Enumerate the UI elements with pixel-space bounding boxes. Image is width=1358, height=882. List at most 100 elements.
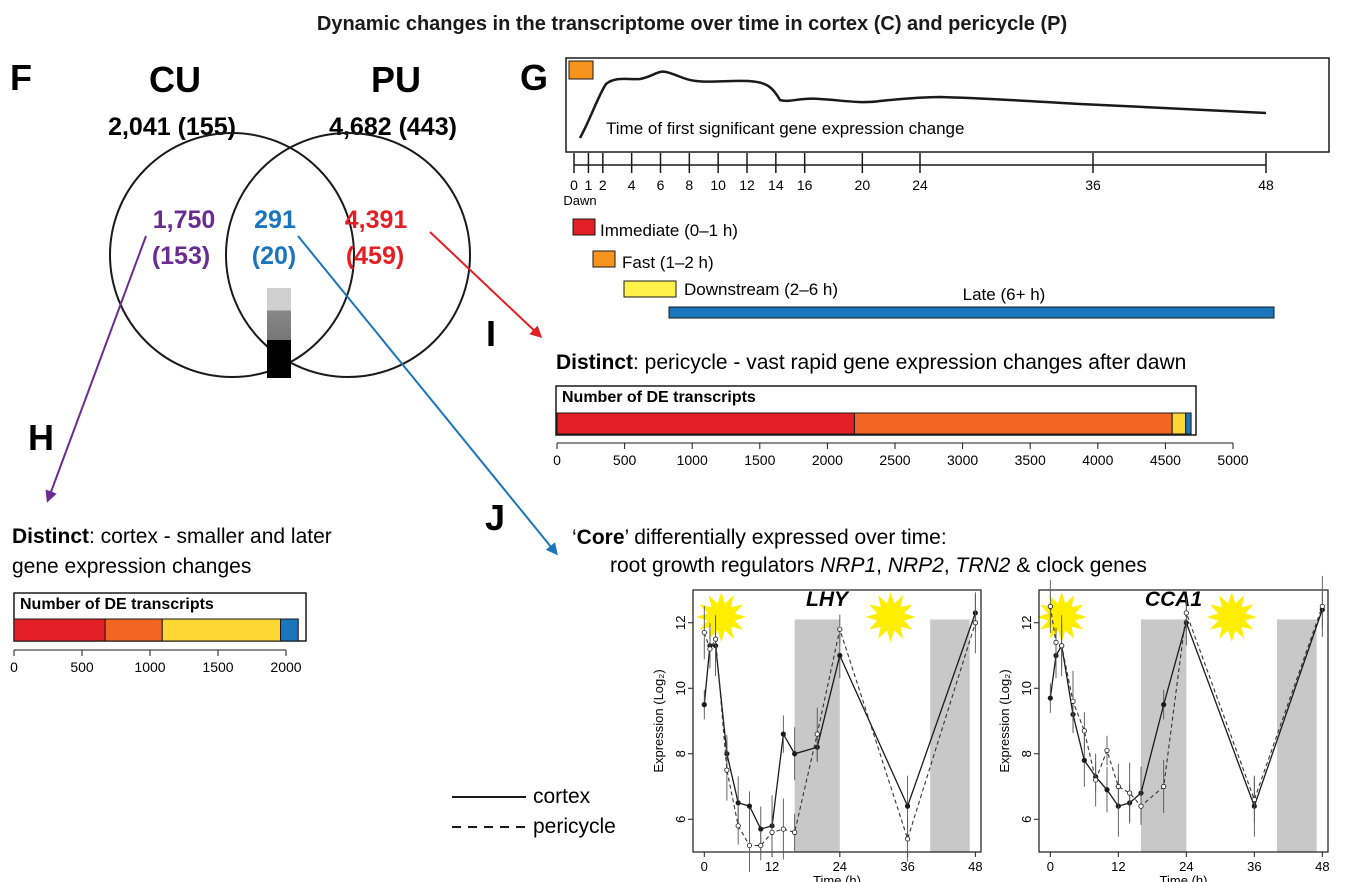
series-line-pericycle xyxy=(703,622,976,847)
series-line-pericycle xyxy=(1049,606,1323,807)
data-point-cortex xyxy=(735,800,741,806)
data-point-pericycle xyxy=(1047,603,1053,609)
cortex-title: Distinct: cortex - smaller and later xyxy=(12,525,332,548)
data-point-cortex xyxy=(904,803,911,809)
pericycle-axis-tick-label: 4500 xyxy=(1150,452,1181,468)
pericycle-axis-tick-label: 5000 xyxy=(1217,452,1248,468)
pericycle-axis-tick-label: 2500 xyxy=(879,452,910,468)
timeline-tick-label: 14 xyxy=(768,177,784,193)
data-point-pericycle xyxy=(1127,790,1133,796)
pericycle-axis-tick-label: 0 xyxy=(553,452,561,468)
venn-circle-cortex xyxy=(109,132,355,378)
data-point-pericycle xyxy=(1251,796,1257,803)
panel-label-h: H xyxy=(28,417,54,458)
y-tick-label: 6 xyxy=(673,816,688,823)
cortex-segment-fast xyxy=(104,618,163,642)
data-point-cortex xyxy=(780,731,786,737)
venn-cu-total: 2,041 (155) xyxy=(108,113,236,141)
data-point-pericycle xyxy=(780,826,786,832)
phase-downstream-swatch xyxy=(623,280,677,298)
venn-cu-only-sub: (153) xyxy=(152,242,210,270)
data-point-cortex xyxy=(1104,787,1110,793)
venn-pu-total: 4,682 (443) xyxy=(329,113,457,141)
timeline-tick-label: 24 xyxy=(912,177,928,193)
data-point-pericycle xyxy=(1319,603,1325,609)
y-tick-label: 8 xyxy=(673,750,688,757)
venn-cu-only-count: 1,750 xyxy=(153,206,216,234)
timeline-tick-label: 10 xyxy=(710,177,726,193)
x-tick-label: 12 xyxy=(765,859,779,874)
pericycle-axis-tick-label: 3500 xyxy=(1015,452,1046,468)
cortex-axis-tick-label: 1000 xyxy=(134,659,165,675)
chart-title: CCA1 xyxy=(1145,588,1202,611)
data-point-pericycle xyxy=(1115,783,1121,790)
x-tick-label: 48 xyxy=(968,859,982,874)
venn-overlap-count: 291 xyxy=(254,206,296,234)
night-shading xyxy=(1277,619,1317,852)
phase-fast-swatch xyxy=(592,250,616,268)
data-point-cortex xyxy=(792,751,798,757)
phase-late-bar xyxy=(668,306,1275,319)
data-point-pericycle xyxy=(904,836,911,842)
venn-cu-label: CU xyxy=(149,59,201,100)
venn-pu-only-sub: (459) xyxy=(346,242,404,270)
data-point-cortex xyxy=(837,652,843,659)
timeline-caption: Time of first significant gene expressio… xyxy=(606,119,964,138)
night-shading xyxy=(1141,619,1187,852)
x-tick-label: 0 xyxy=(701,859,708,874)
y-axis-label: Expression (Log₂) xyxy=(997,669,1012,772)
panel-label-f: F xyxy=(10,57,32,98)
cortex-title-rest: : cortex - smaller and later xyxy=(89,525,332,548)
pericycle-bar-frame xyxy=(555,385,1197,436)
timeline-tick-label: 6 xyxy=(657,177,665,193)
venn-gray-bar xyxy=(267,288,291,378)
panel-label-g: G xyxy=(520,57,548,98)
cortex-title-line2: gene expression changes xyxy=(12,555,251,578)
data-point-pericycle xyxy=(712,636,719,642)
core-quote-open: ‘ xyxy=(572,526,577,549)
data-point-pericycle xyxy=(707,646,713,652)
panel-label-i: I xyxy=(486,313,496,354)
data-point-cortex xyxy=(701,702,707,708)
data-point-pericycle xyxy=(1053,639,1059,646)
venn-pu-only-count: 4,391 xyxy=(345,206,408,234)
timeline-curve xyxy=(578,70,1267,139)
data-point-pericycle xyxy=(1070,698,1076,704)
y-tick-label: 12 xyxy=(1019,616,1034,630)
x-tick-label: 24 xyxy=(1179,859,1193,874)
cortex-segment-downstream xyxy=(161,618,282,642)
phase-downstream-label: Downstream (2–6 h) xyxy=(684,280,838,299)
timeline-orange-marker xyxy=(568,60,594,80)
y-tick-label: 8 xyxy=(1019,750,1034,757)
pericycle-segment-immediate xyxy=(556,412,855,435)
data-point-cortex xyxy=(1161,702,1167,708)
data-point-pericycle xyxy=(1059,643,1065,649)
phase-immediate-label: Immediate (0–1 h) xyxy=(600,221,738,240)
timeline-tick-label: 0 xyxy=(570,177,578,193)
cortex-axis-tick-label: 500 xyxy=(70,659,94,675)
timeline-tick-label: 4 xyxy=(628,177,636,193)
core-title-line2: root growth regulators NRP1, NRP2, TRN2 … xyxy=(610,554,1147,577)
legend-pericycle-label: pericycle xyxy=(533,815,616,838)
data-point-pericycle xyxy=(701,629,707,636)
core-title-line1: ‘Core’ differentially expressed over tim… xyxy=(572,526,947,549)
panel-label-j: J xyxy=(485,497,505,538)
gene-nrp1: NRP1 xyxy=(820,554,876,577)
data-point-cortex xyxy=(1081,757,1087,763)
cortex-axis-tick-label: 1500 xyxy=(202,659,233,675)
pericycle-axis-tick-label: 500 xyxy=(613,452,637,468)
core-word: Core xyxy=(577,526,625,549)
x-tick-label: 36 xyxy=(1247,859,1261,874)
pericycle-axis-tick-label: 3000 xyxy=(947,452,978,468)
timeline-tick-label: 12 xyxy=(739,177,755,193)
x-tick-label: 36 xyxy=(900,859,914,874)
pericycle-axis-tick-label: 4000 xyxy=(1082,452,1113,468)
data-point-pericycle xyxy=(972,620,978,626)
pericycle-title-rest: : pericycle - vast rapid gene expression… xyxy=(633,351,1186,374)
data-point-pericycle xyxy=(1138,803,1144,809)
timeline-dawn-label: Dawn xyxy=(563,193,596,208)
arrow-to-pericycle xyxy=(429,231,543,339)
